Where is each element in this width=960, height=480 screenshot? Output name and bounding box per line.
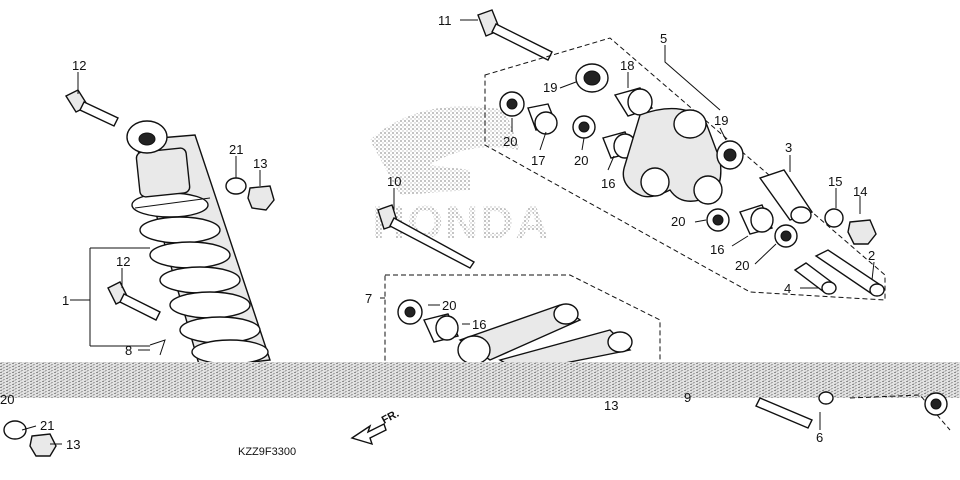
callout-5: 5	[660, 31, 667, 46]
callout-12: 12	[116, 254, 130, 269]
direction-label: FR.	[380, 408, 401, 427]
callout-11: 11	[438, 13, 452, 28]
washer-15	[824, 208, 844, 228]
front-direction-arrow-icon	[350, 423, 387, 446]
nut-13-upper	[247, 185, 275, 211]
callout-20: 20	[503, 134, 517, 149]
needle-bearing-16-right	[739, 204, 774, 235]
callout-17: 17	[531, 153, 545, 168]
bolt-11	[477, 9, 553, 61]
callout-20: 20	[442, 298, 456, 313]
callout-20: 20	[671, 214, 685, 229]
seal-20-right-upper	[706, 208, 730, 232]
callout-13: 13	[253, 156, 267, 171]
shock-absorber	[126, 120, 271, 369]
callout-2: 2	[868, 248, 875, 263]
cushion-connecting-rod-7	[457, 303, 633, 373]
bearing-19-left	[575, 63, 609, 93]
washer-21-upper	[225, 177, 247, 195]
callout-12: 12	[72, 58, 86, 73]
callout-21: 21	[40, 418, 54, 433]
callout-9: 9	[684, 390, 691, 405]
callout-20: 20	[0, 392, 14, 407]
bolt-12-lower	[107, 281, 161, 321]
callout-10: 10	[387, 174, 401, 189]
collar-4	[793, 262, 837, 295]
collar-2	[814, 249, 885, 297]
callout-15: 15	[828, 174, 842, 189]
nut-14	[847, 219, 877, 245]
callout-13: 13	[66, 437, 80, 452]
collar-18	[613, 87, 654, 117]
callout-19: 19	[543, 80, 557, 95]
callout-19: 19	[714, 113, 728, 128]
washer-21-lower	[3, 420, 27, 440]
wing-logo-icon	[370, 106, 520, 195]
honda-watermark: HONDA	[370, 106, 549, 248]
callout-8: 8	[125, 343, 132, 358]
group-box-7	[384, 274, 661, 381]
bolt-10	[377, 204, 476, 269]
callout-7: 7	[365, 291, 372, 306]
bolt-6	[755, 391, 834, 429]
seal-20-lower	[397, 299, 423, 325]
spring-coils	[131, 192, 269, 365]
needle-bearing-16-upper	[602, 131, 637, 159]
collar-17	[527, 103, 558, 135]
bearing-19-right	[716, 140, 744, 170]
bolt-12-upper	[64, 89, 119, 127]
callout-16: 16	[601, 176, 615, 191]
callout-6: 6	[816, 430, 823, 445]
callout-21: 21	[229, 142, 243, 157]
collar-3	[758, 169, 814, 224]
leader-lines	[21, 19, 875, 445]
group-box-5	[484, 37, 886, 301]
seal-20-mid	[572, 115, 596, 139]
seal-20-right-lower	[774, 224, 798, 248]
callout-1: 1	[62, 293, 69, 308]
callout-3: 3	[785, 140, 792, 155]
callout-16: 16	[710, 242, 724, 257]
callout-4: 4	[784, 281, 791, 296]
callout-numbers: 12 21 13 12 1 8 11 10 7 5 19 18 20 17 20…	[0, 13, 875, 452]
callout-18: 18	[620, 58, 634, 73]
diagram-code: KZZ9F3300	[238, 446, 296, 458]
callout-13: 13	[604, 398, 618, 413]
seal-20-upper	[499, 91, 525, 117]
callout-16: 16	[472, 317, 486, 332]
callout-14: 14	[853, 184, 867, 199]
lower-right-part	[849, 392, 951, 431]
callout-20: 20	[735, 258, 749, 273]
callout-20: 20	[574, 153, 588, 168]
scan-noise-band	[0, 362, 960, 398]
needle-bearing-16-lower	[423, 313, 459, 343]
shock-arm-5	[622, 107, 723, 205]
nut-13-lower	[29, 433, 57, 457]
